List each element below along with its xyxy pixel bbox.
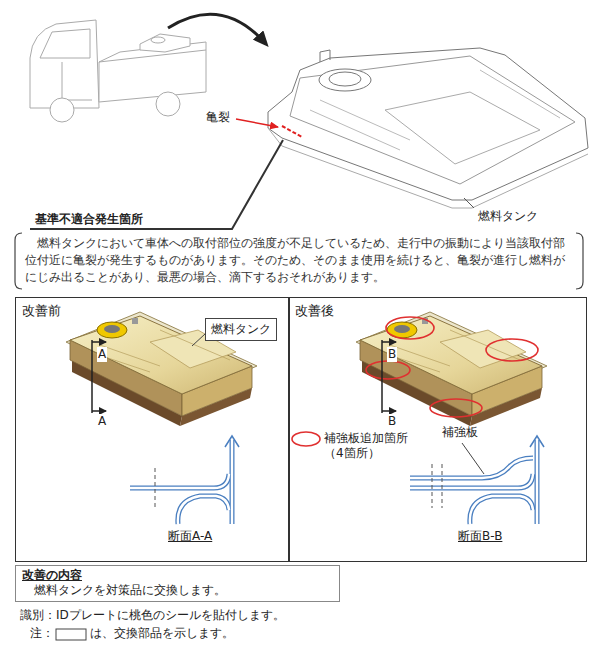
section-drawing	[410, 436, 544, 524]
legend-sample	[292, 432, 320, 446]
section-caption: 断面B-B	[458, 529, 502, 544]
part-name-box: 燃料タンク	[205, 318, 277, 341]
panel-heading: 改善後	[295, 302, 334, 320]
section-caption: 断面A-A	[168, 529, 212, 544]
box-heading: 改善の内容	[22, 568, 333, 583]
section-drawing	[130, 436, 239, 524]
part-name: 補強板	[442, 425, 478, 440]
remedy-box: 改善の内容燃料タンクを対策品に交換します。	[15, 565, 340, 602]
after-panel: 改善後	[288, 297, 587, 562]
pointer-arrow	[168, 14, 266, 44]
reinforcement-marker	[366, 317, 538, 417]
truck-figure	[30, 20, 206, 122]
leader-line	[464, 198, 474, 208]
section-letter: B	[387, 414, 397, 429]
leader-line	[192, 334, 205, 346]
section-letter: B	[387, 347, 397, 362]
part-name: 燃料タンク	[478, 209, 538, 224]
leader-line	[30, 140, 283, 229]
note-box-symbol	[56, 629, 86, 640]
note-text: 識別：IDプレートに桃色のシールを貼付します。	[20, 608, 285, 623]
tank-render	[356, 312, 547, 426]
callout-label: 亀裂	[206, 110, 230, 125]
leader-line	[462, 443, 484, 474]
description-text: 燃料タンクにおいて車体への取付部位の強度が不足しているため、走行中の振動により当…	[25, 235, 573, 286]
crack-arrow	[236, 119, 278, 127]
fuel-tank-figure	[268, 48, 588, 208]
before-panel: 改善前燃料タンク	[15, 297, 290, 562]
bracket	[576, 233, 583, 289]
part-name: 燃料タンク	[211, 321, 271, 338]
crack-mark	[282, 126, 302, 137]
heading-label: 基準不適合発生箇所	[35, 212, 143, 227]
bracket	[15, 233, 22, 289]
section-letter: A	[97, 414, 107, 429]
note-text: 注：	[30, 626, 54, 641]
remedy-text: 燃料タンクを対策品に交換します。	[22, 583, 333, 598]
legend-text: 補強板追加箇所 （4箇所）	[324, 431, 415, 461]
section-letter: A	[97, 347, 107, 362]
note-text: は、交換部品を示します。	[90, 626, 234, 641]
panel-heading: 改善前	[22, 302, 61, 320]
